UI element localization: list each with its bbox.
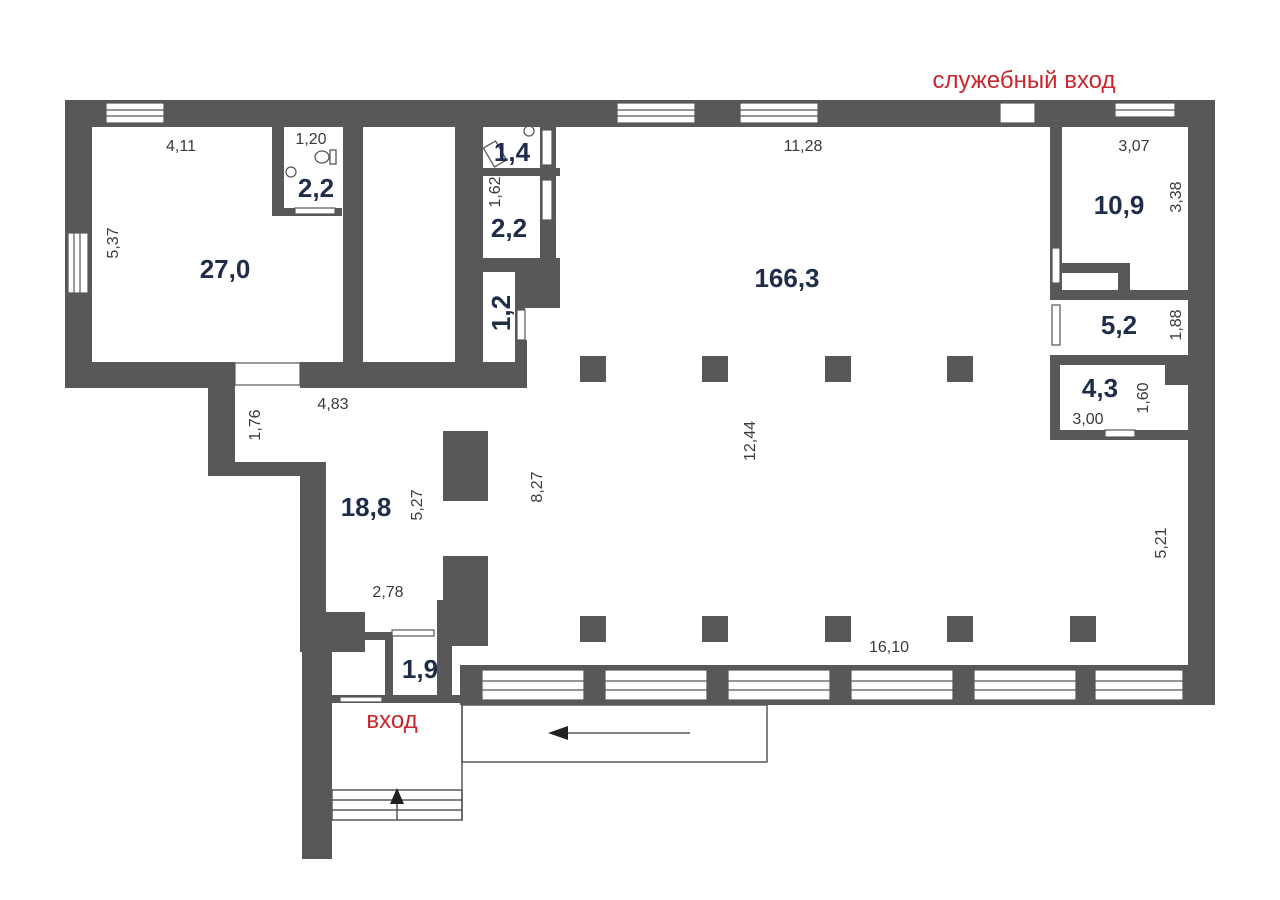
dimension-1-76: 1,76	[247, 409, 264, 440]
columns	[580, 356, 1096, 642]
room-area-27-0: 27,0	[200, 254, 251, 284]
ramp	[461, 704, 768, 763]
dimension-3-07: 3,07	[1118, 138, 1149, 155]
dimension-5-37: 5,37	[105, 227, 122, 258]
service-entrance-label: служебный вход	[932, 67, 1115, 94]
dimension-5-27: 5,27	[409, 489, 426, 520]
dimension-5-21: 5,21	[1153, 527, 1170, 558]
dimension-4-11: 4,11	[166, 138, 196, 155]
room-area-5-2: 5,2	[1101, 310, 1137, 340]
room-area-1-9: 1,9	[402, 654, 438, 684]
room-area-2-2-storage: 2,2	[491, 213, 527, 243]
dimension-16-10: 16,10	[869, 639, 909, 656]
windows	[67, 102, 1184, 703]
dimension-2-78: 2,78	[372, 584, 403, 601]
dimension-1-20: 1,20	[295, 131, 326, 148]
room-area-18-8: 18,8	[341, 492, 392, 522]
dimension-1-60: 1,60	[1135, 382, 1152, 413]
dimension-4-83: 4,83	[317, 396, 348, 413]
room-area-1-4: 1,4	[494, 137, 531, 167]
room-area-10-9: 10,9	[1094, 190, 1145, 220]
dimension-3-00: 3,00	[1072, 411, 1103, 428]
dimension-3-38: 3,38	[1168, 181, 1185, 212]
room-area-4-3: 4,3	[1082, 373, 1118, 403]
sanitary-fixtures	[285, 125, 535, 178]
dimension-12-44: 12,44	[742, 421, 759, 461]
room-area-2-2-wc: 2,2	[298, 173, 334, 203]
room-area-166-3: 166,3	[754, 263, 819, 293]
entrance-label: вход	[366, 707, 417, 734]
dimension-1-62: 1,62	[487, 176, 504, 207]
dimension-8-27: 8,27	[529, 471, 546, 502]
room-area-1-2: 1,2	[486, 295, 516, 331]
dimension-1-88: 1,88	[1168, 309, 1185, 340]
dimension-11-28: 11,28	[784, 138, 823, 155]
walls	[65, 100, 1215, 859]
